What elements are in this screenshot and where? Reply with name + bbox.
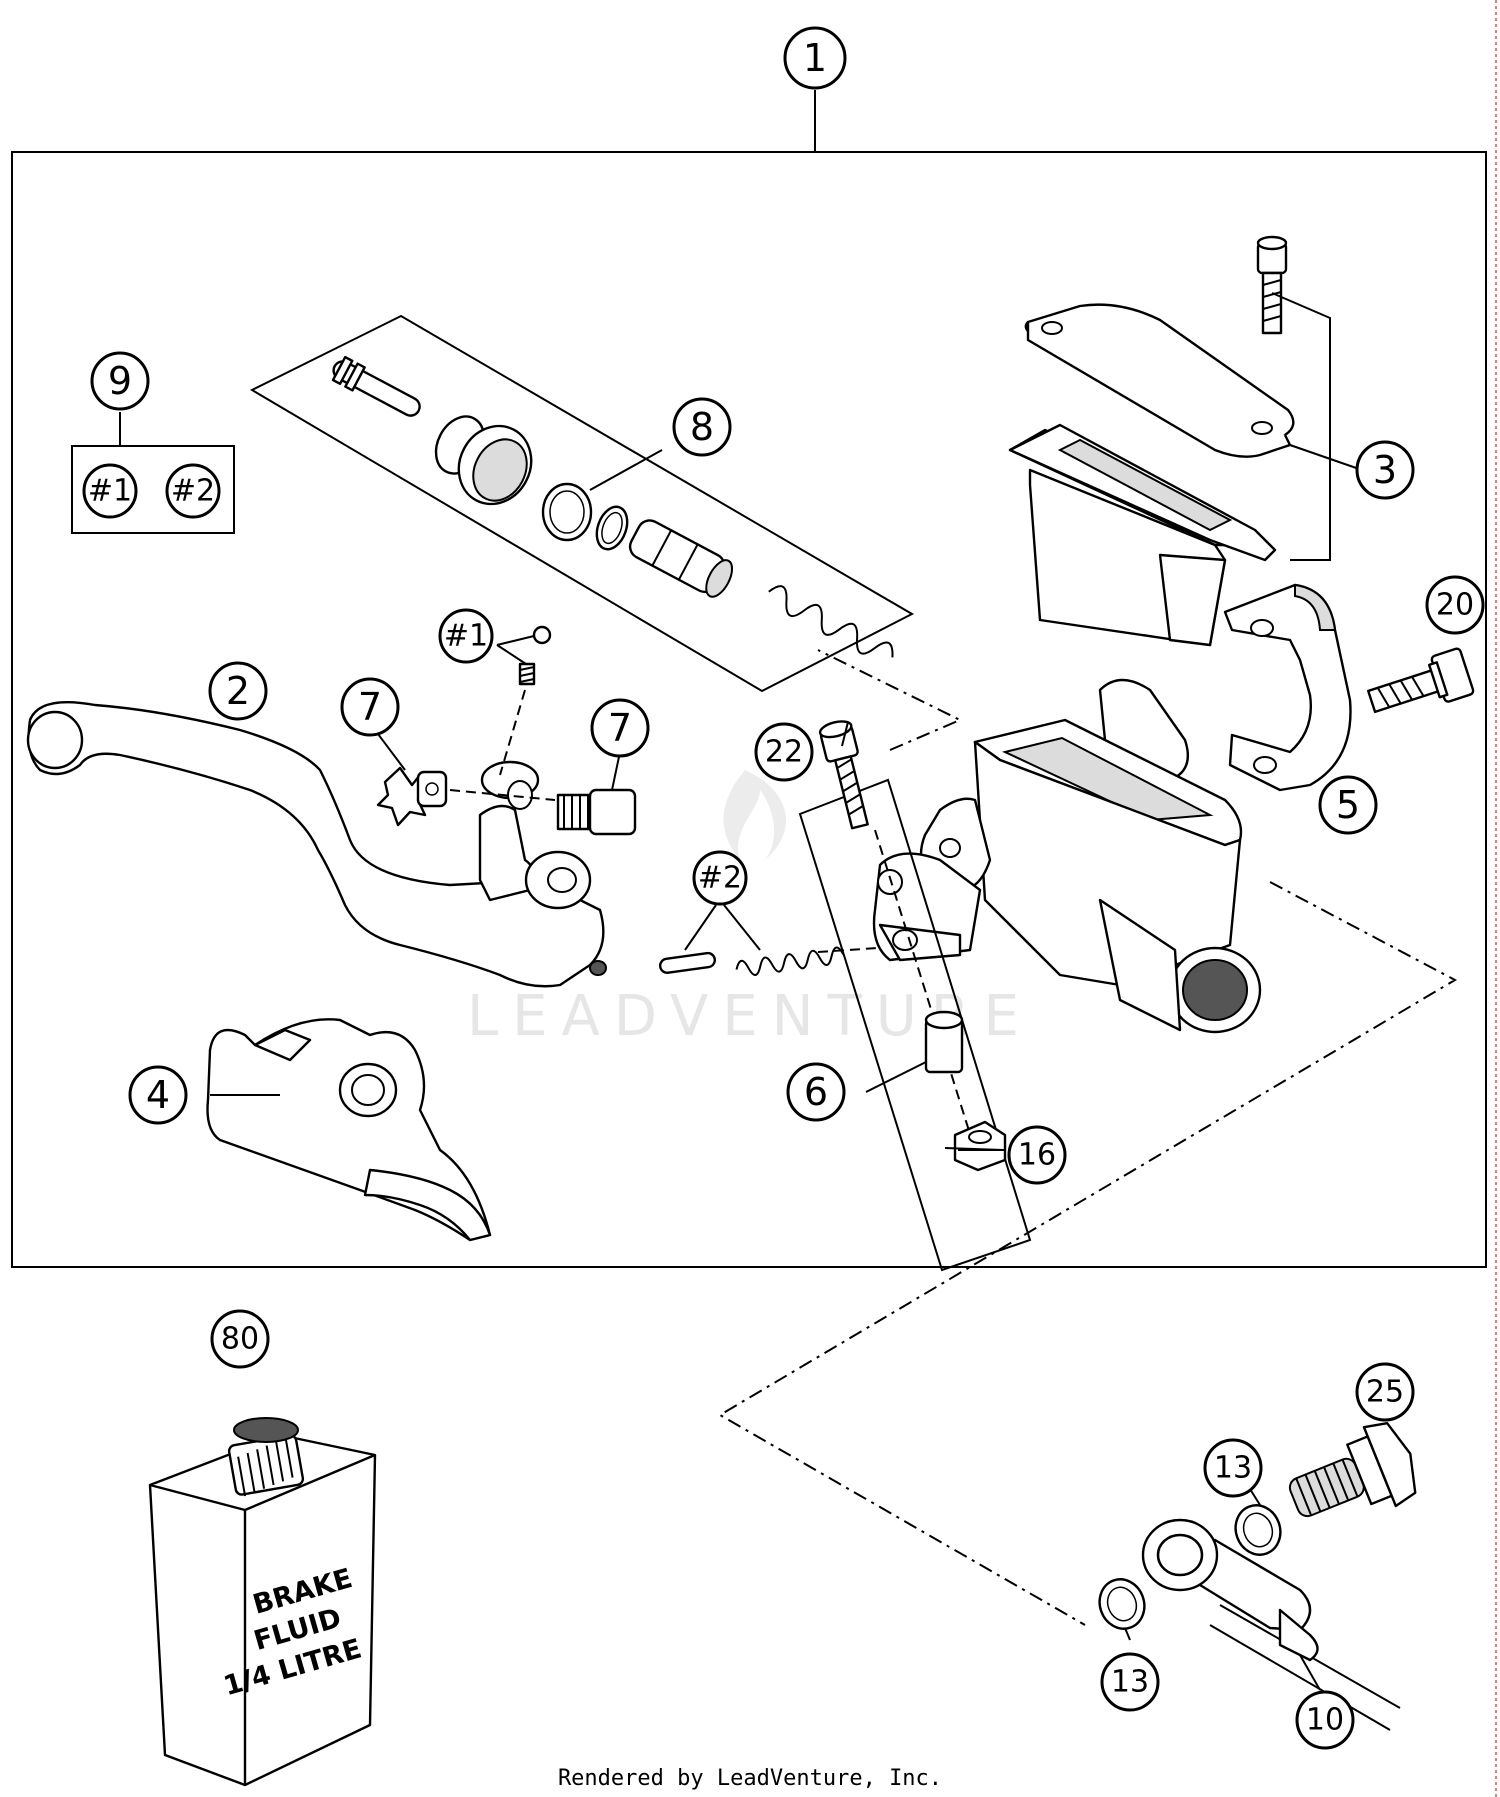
callout-hash2-kit[interactable]: #2 (165, 463, 221, 519)
leader-h2b-b (723, 904, 761, 951)
adjuster-bushing (556, 751, 637, 836)
leader-7a (374, 729, 406, 771)
leader-16 (944, 1147, 1004, 1151)
callout-1-label: 1 (803, 36, 827, 80)
leader-10 (1299, 1654, 1321, 1691)
callout-hash1-ball[interactable]: #1 (438, 608, 494, 664)
ball-spring (496, 625, 552, 776)
callout-16-label: 16 (1018, 1138, 1056, 1173)
kit-9-box (71, 445, 235, 534)
master-cylinder-body (872, 678, 1262, 1034)
callout-5[interactable]: 5 (1318, 775, 1378, 835)
piston-kit-frame (249, 314, 915, 693)
clamp-bolt (1367, 647, 1475, 714)
callout-80-label: 80 (221, 1322, 259, 1357)
dash-body-to-kit (817, 649, 963, 751)
callout-5-label: 5 (1336, 783, 1360, 827)
callout-8-label: 8 (690, 405, 714, 449)
leader-8 (589, 449, 663, 491)
callout-25-label: 25 (1366, 1375, 1404, 1410)
footer-credit: Rendered by LeadVenture, Inc. (558, 1766, 942, 1791)
adjuster-pin-spring (658, 904, 879, 977)
callout-4-label: 4 (146, 1073, 170, 1117)
callout-22-label: 22 (765, 735, 803, 770)
callout-9-label: 9 (108, 359, 132, 403)
reservoir-cover (1024, 235, 1363, 561)
leader-h1b-b (496, 644, 527, 665)
callout-13a-label: 13 (1214, 1451, 1252, 1486)
leader-7b (611, 751, 621, 791)
piston-kit (249, 314, 915, 693)
callout-7b[interactable]: 7 (590, 698, 650, 758)
callout-25[interactable]: 25 (1355, 1362, 1415, 1422)
callout-10[interactable]: 10 (1295, 1690, 1355, 1750)
leader-h1b-a (496, 635, 535, 646)
handlebar-clamp (1223, 583, 1352, 792)
leader-13-bottom (1124, 1627, 1131, 1641)
callout-16[interactable]: 16 (1007, 1125, 1067, 1185)
reservoir-body (1008, 423, 1277, 647)
callout-hash1-kit-label: #1 (88, 474, 132, 509)
leader-22 (841, 721, 849, 747)
callout-10-label: 10 (1306, 1703, 1344, 1738)
adjuster-knob (374, 729, 556, 827)
callout-6[interactable]: 6 (786, 1062, 846, 1122)
callout-80[interactable]: 80 (210, 1309, 270, 1369)
callout-7a-label: 7 (358, 685, 382, 729)
callout-hash2-kit-label: #2 (171, 474, 215, 509)
callout-hash2-pin[interactable]: #2 (692, 850, 748, 906)
callout-hash1-ball-label: #1 (444, 619, 488, 654)
leader-3 (1289, 444, 1363, 471)
leader-6 (865, 1061, 927, 1093)
callout-7b-label: 7 (608, 706, 632, 750)
callout-8[interactable]: 8 (672, 397, 732, 457)
leader-h2b-a (684, 904, 717, 951)
callout-13b[interactable]: 13 (1100, 1652, 1160, 1712)
callout-20-label: 20 (1436, 588, 1474, 623)
pivot-bolt-group (798, 720, 1032, 1272)
callout-7a[interactable]: 7 (340, 677, 400, 737)
callout-22[interactable]: 22 (754, 722, 814, 782)
callout-9[interactable]: 9 (90, 351, 150, 411)
callout-6-label: 6 (804, 1070, 828, 1114)
callout-13a[interactable]: 13 (1203, 1438, 1263, 1498)
callout-hash2-pin-label: #2 (698, 861, 742, 896)
lever-guard (206, 1018, 492, 1242)
brake-fluid-bottle: BRAKE FLUID 1/4 LITRE (148, 1417, 377, 1787)
callout-4[interactable]: 4 (128, 1065, 188, 1125)
callout-20[interactable]: 20 (1425, 575, 1485, 635)
callout-2-label: 2 (226, 669, 250, 713)
callout-2[interactable]: 2 (208, 661, 268, 721)
brake-lever (26, 701, 607, 988)
banjo-group (1098, 1421, 1417, 1731)
callout-3[interactable]: 3 (1355, 440, 1415, 500)
callout-3-label: 3 (1373, 448, 1397, 492)
callout-1[interactable]: 1 (783, 26, 847, 90)
assembly-frame (11, 151, 1487, 1268)
callout-13b-label: 13 (1111, 1665, 1149, 1700)
callout-hash1-kit[interactable]: #1 (82, 463, 138, 519)
